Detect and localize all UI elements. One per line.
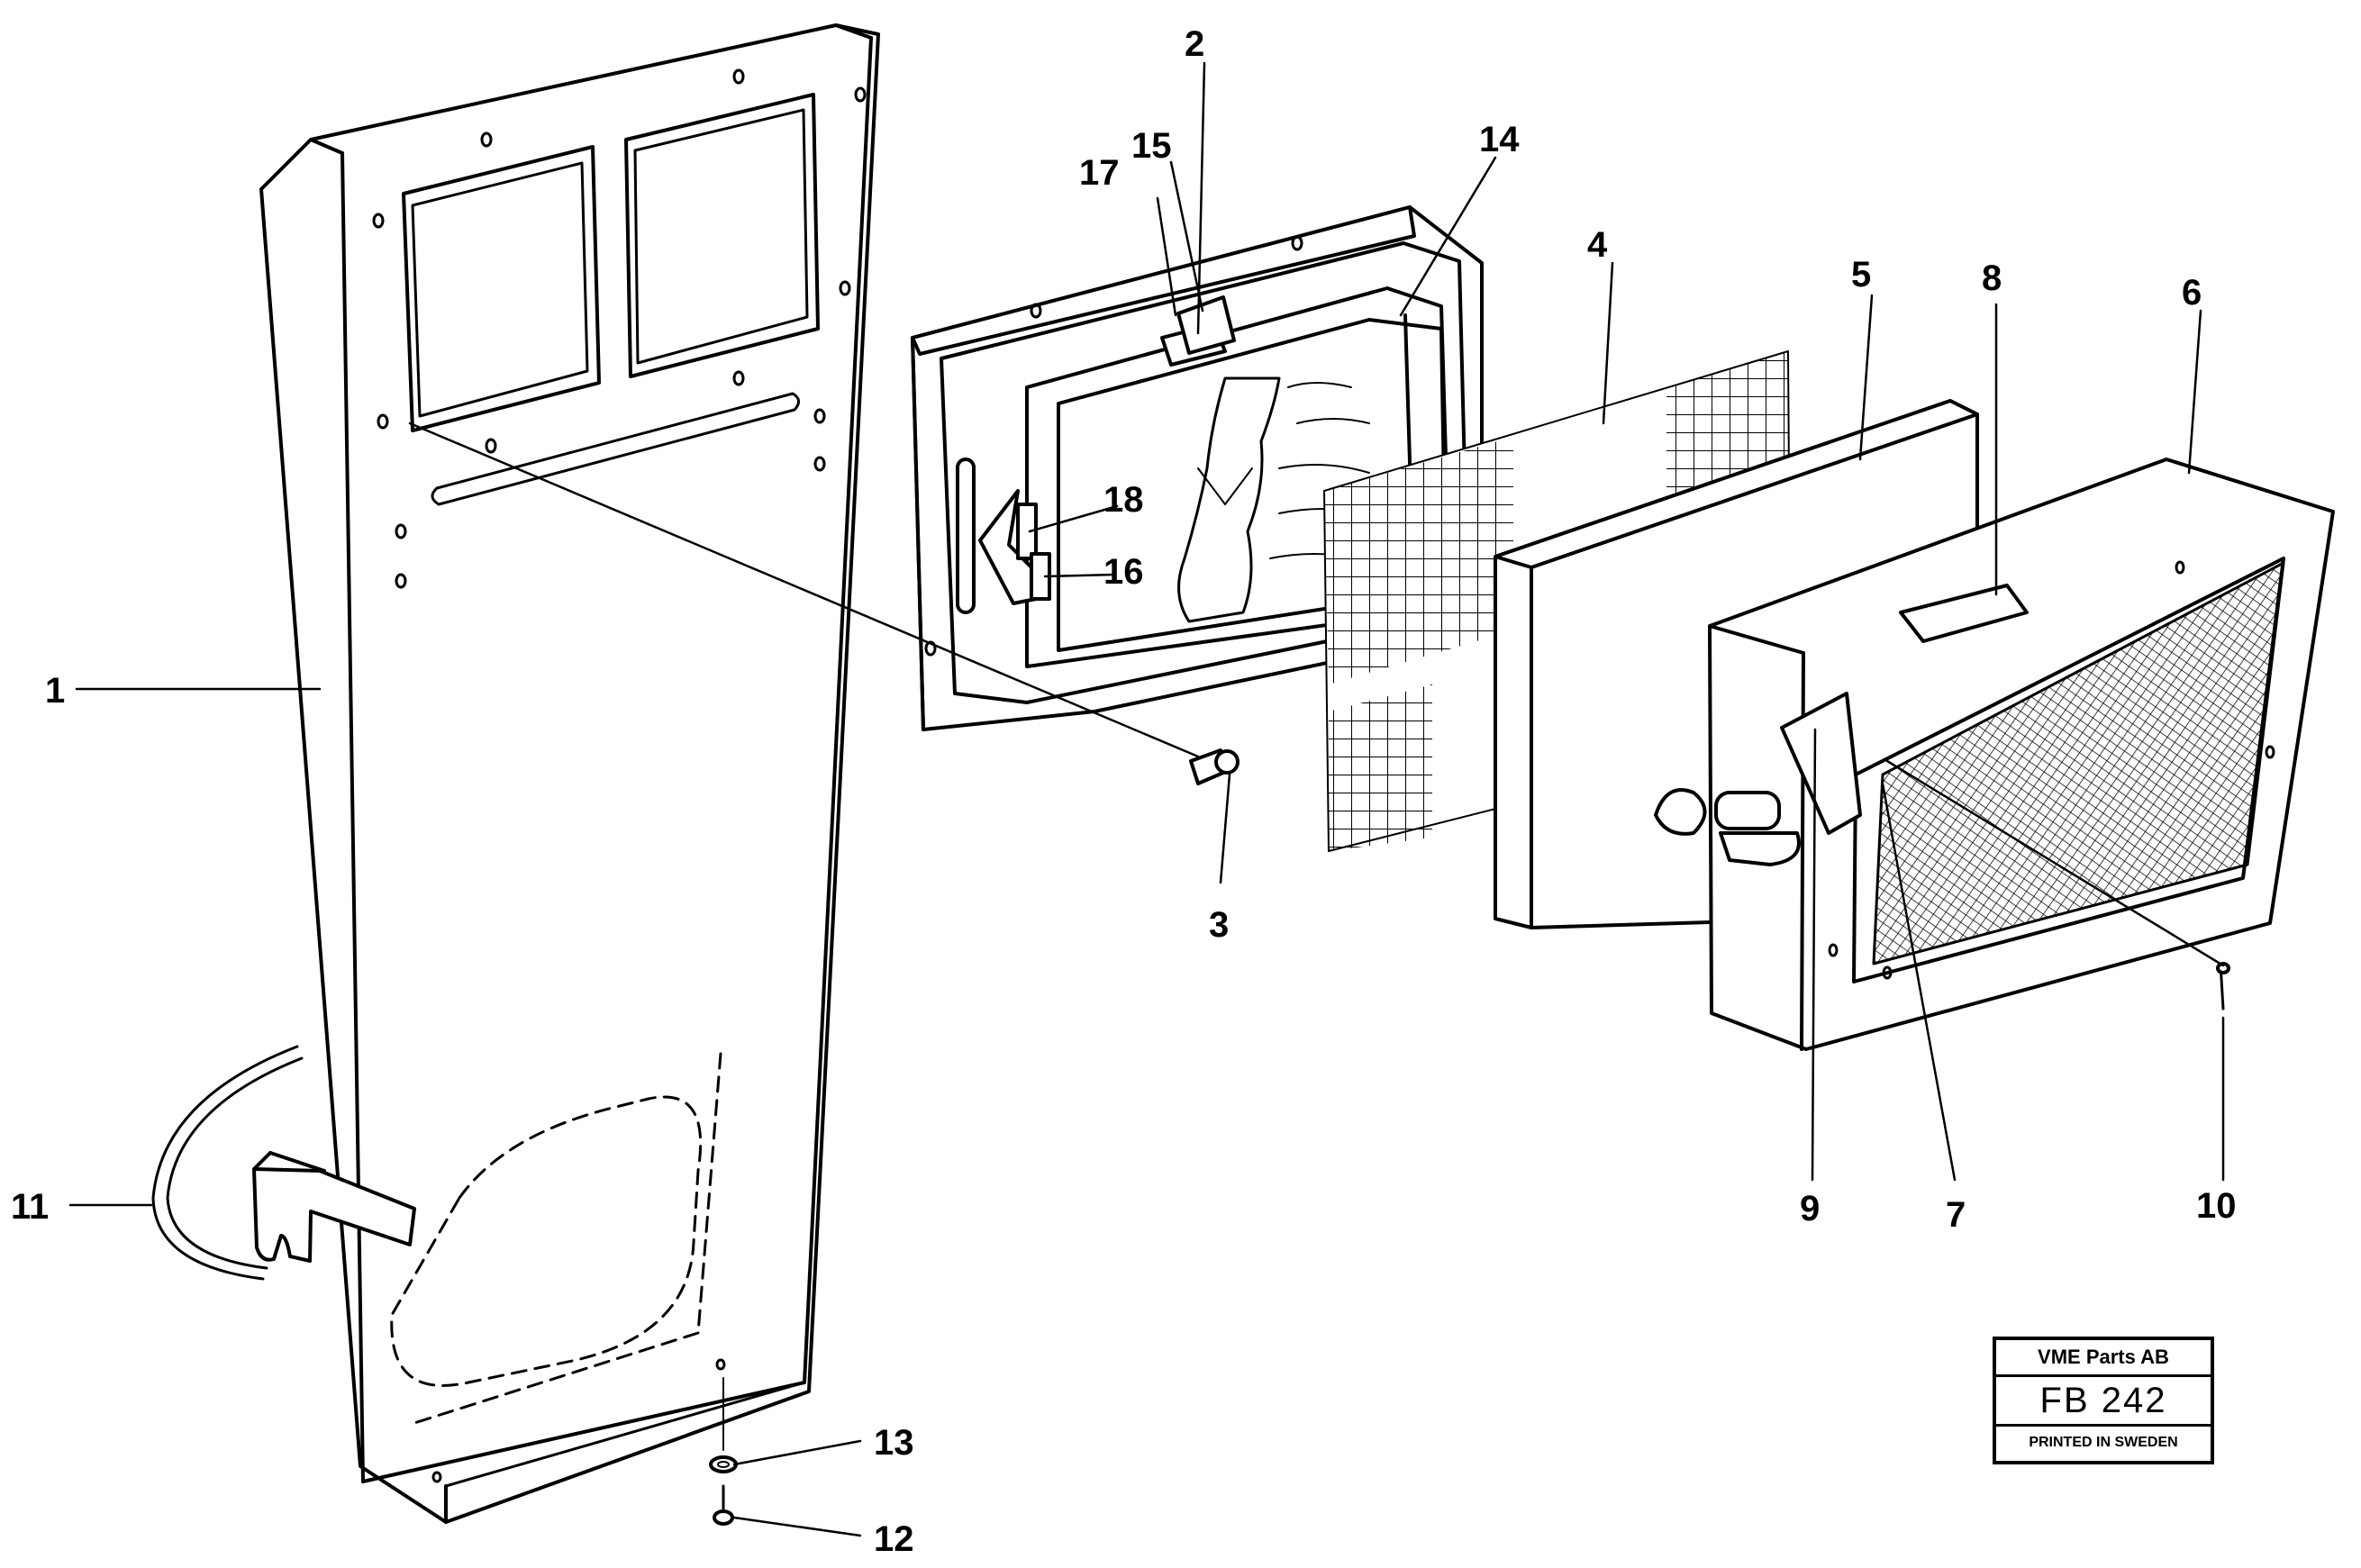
title-block: VME Parts AB FB 242 PRINTED IN SWEDEN (1993, 1337, 2214, 1464)
callout-17: 17 (1079, 153, 1120, 193)
callout-2: 2 (1185, 24, 1204, 64)
callout-11: 11 (11, 1187, 49, 1227)
callout-4: 4 (1587, 225, 1608, 265)
callout-5: 5 (1851, 255, 1871, 295)
side-panel (259, 23, 880, 1524)
callout-9: 9 (1800, 1189, 1820, 1228)
company-name: VME Parts AB (1996, 1340, 2211, 1377)
callout-6: 6 (2182, 273, 2202, 313)
callout-10: 10 (2196, 1186, 2237, 1226)
callout-8: 8 (1982, 258, 2002, 298)
callout-labels: 1 2 3 4 5 6 7 8 9 10 11 12 13 14 15 16 1… (11, 24, 2237, 1559)
bolt (1189, 748, 1240, 785)
callout-7: 7 (1946, 1195, 1966, 1235)
callout-16: 16 (1103, 552, 1144, 592)
leader-lines (68, 61, 2225, 1537)
drawing-number: FB 242 (1996, 1377, 2211, 1427)
bracket-with-wire (151, 1045, 416, 1281)
callout-12: 12 (874, 1519, 914, 1559)
printed-in-label: PRINTED IN SWEDEN (2029, 1435, 2178, 1450)
filter-housing (1654, 458, 2335, 1051)
callout-13: 13 (874, 1423, 914, 1463)
callout-1: 1 (45, 671, 65, 711)
callout-15: 15 (1131, 126, 1172, 166)
callout-18: 18 (1103, 480, 1144, 520)
callout-3: 3 (1209, 905, 1229, 945)
callout-14: 14 (1479, 120, 1520, 159)
small-screw (2216, 962, 2230, 1011)
